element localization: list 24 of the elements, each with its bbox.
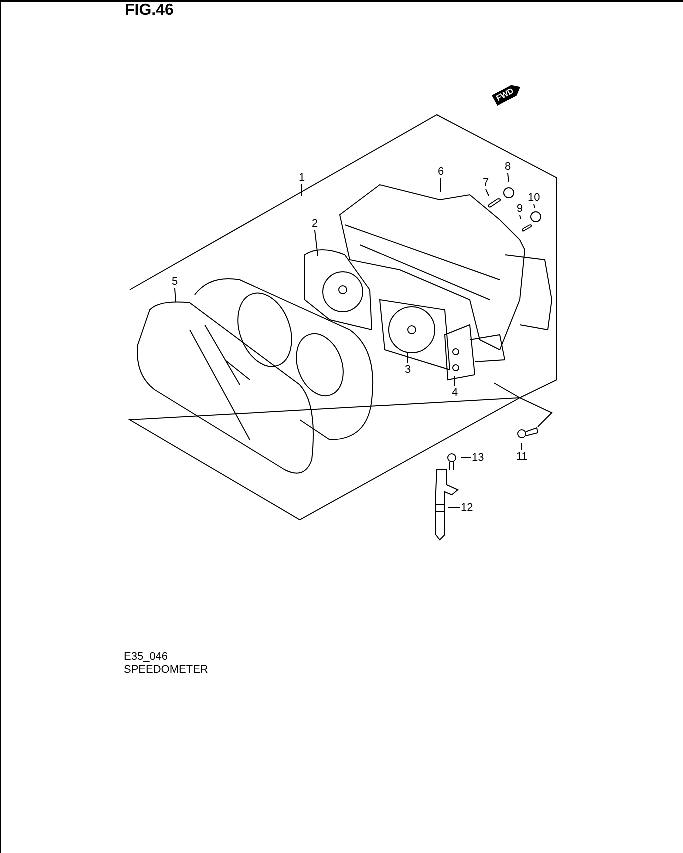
leader-line [534,204,536,208]
callout-number: 9 [516,202,524,216]
callout-number: 8 [504,160,512,174]
callout-number: 3 [404,364,412,376]
callout-number: 11 [516,450,529,464]
callout-number: 6 [437,166,446,178]
callout-number: 7 [482,176,490,190]
callout-number: 4 [451,386,460,400]
leader-line [454,376,456,387]
callout-number: 5 [171,276,180,288]
callout-number: 1 [298,172,306,184]
leader-line [520,215,522,220]
leader-line [508,173,510,182]
figure-number: FIG.46 [125,2,174,20]
leader-line [174,288,176,302]
callout-number: 13 [471,452,486,464]
caption-text: SPEEDOMETER [124,664,208,677]
leader-line [314,230,318,256]
callout-number: 2 [311,218,320,230]
callout-number: 10 [527,192,542,204]
drawing-code: E35_046 [124,651,168,664]
leader-line [486,189,490,196]
callout-number: 12 [460,502,474,514]
leader-line [440,178,442,192]
